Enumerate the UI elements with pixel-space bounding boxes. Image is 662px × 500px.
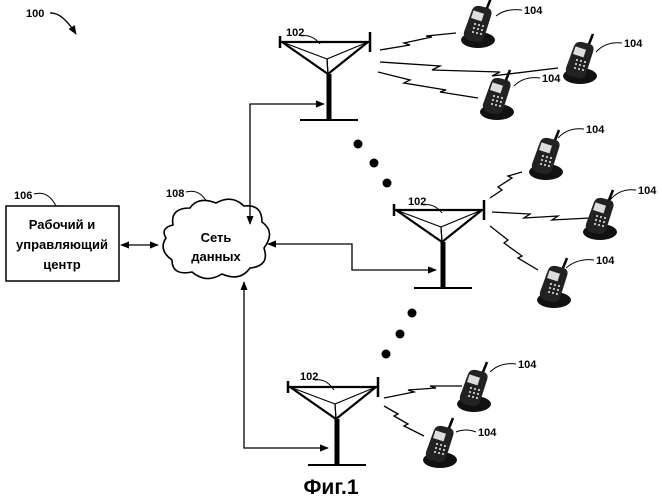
base-station-middle [394, 200, 484, 288]
mobile-ref-5: 104 [638, 185, 657, 197]
mobile-ref-4: 104 [586, 124, 605, 136]
mobile-ref-5-leader [610, 190, 636, 200]
mobile-ref-8: 104 [478, 427, 497, 439]
figure-ref-label: 100 [26, 8, 44, 20]
control-center-ref-leader [34, 193, 56, 206]
mobile-ref-6-leader [566, 260, 594, 268]
mobile-ref-8-leader [456, 430, 476, 432]
continuation-dots-upper [354, 140, 392, 188]
control-center-line-3: центр [43, 257, 80, 272]
mobile-ref-7-leader [490, 364, 516, 372]
mobile-phone-2 [563, 34, 597, 84]
data-network-line-1: Сеть [201, 230, 232, 245]
mobile-ref-2: 104 [624, 38, 643, 50]
mobile-ref-1: 104 [524, 5, 543, 17]
mobile-ref-1-leader [496, 10, 522, 16]
mobile-ref-2-leader [596, 43, 622, 52]
data-network-ref: 108 [166, 188, 184, 200]
mobile-ref-6: 104 [596, 255, 615, 267]
data-network-line-2: данных [191, 249, 241, 264]
figure-caption: Фиг.1 [304, 476, 359, 499]
link-network-station-top [250, 104, 324, 224]
control-center-line-2: управляющий [16, 237, 108, 252]
base-station-bottom [288, 377, 378, 465]
mobile-ref-3-leader [514, 78, 540, 86]
mobile-ref-7: 104 [518, 359, 537, 371]
mobile-ref-4-leader [558, 129, 584, 138]
control-center-ref: 106 [14, 190, 32, 202]
link-network-station-bottom [244, 282, 328, 448]
mobile-phone-3 [480, 70, 514, 120]
mobile-phone-6 [537, 258, 571, 308]
mobile-phone-1 [461, 0, 495, 48]
base-station-top [280, 32, 370, 120]
base-station-middle-ref: 102 [408, 196, 426, 208]
figure-ref-leader [50, 13, 76, 34]
continuation-dots-lower [382, 309, 417, 359]
base-station-bottom-ref: 102 [300, 371, 318, 383]
control-center-line-1: Рабочий и [29, 217, 96, 232]
link-network-station-mid [268, 244, 436, 270]
mobile-phone-7 [457, 362, 491, 412]
mobile-ref-3: 104 [542, 73, 561, 85]
base-station-top-ref: 102 [286, 27, 304, 39]
mobile-phone-8 [423, 418, 457, 468]
